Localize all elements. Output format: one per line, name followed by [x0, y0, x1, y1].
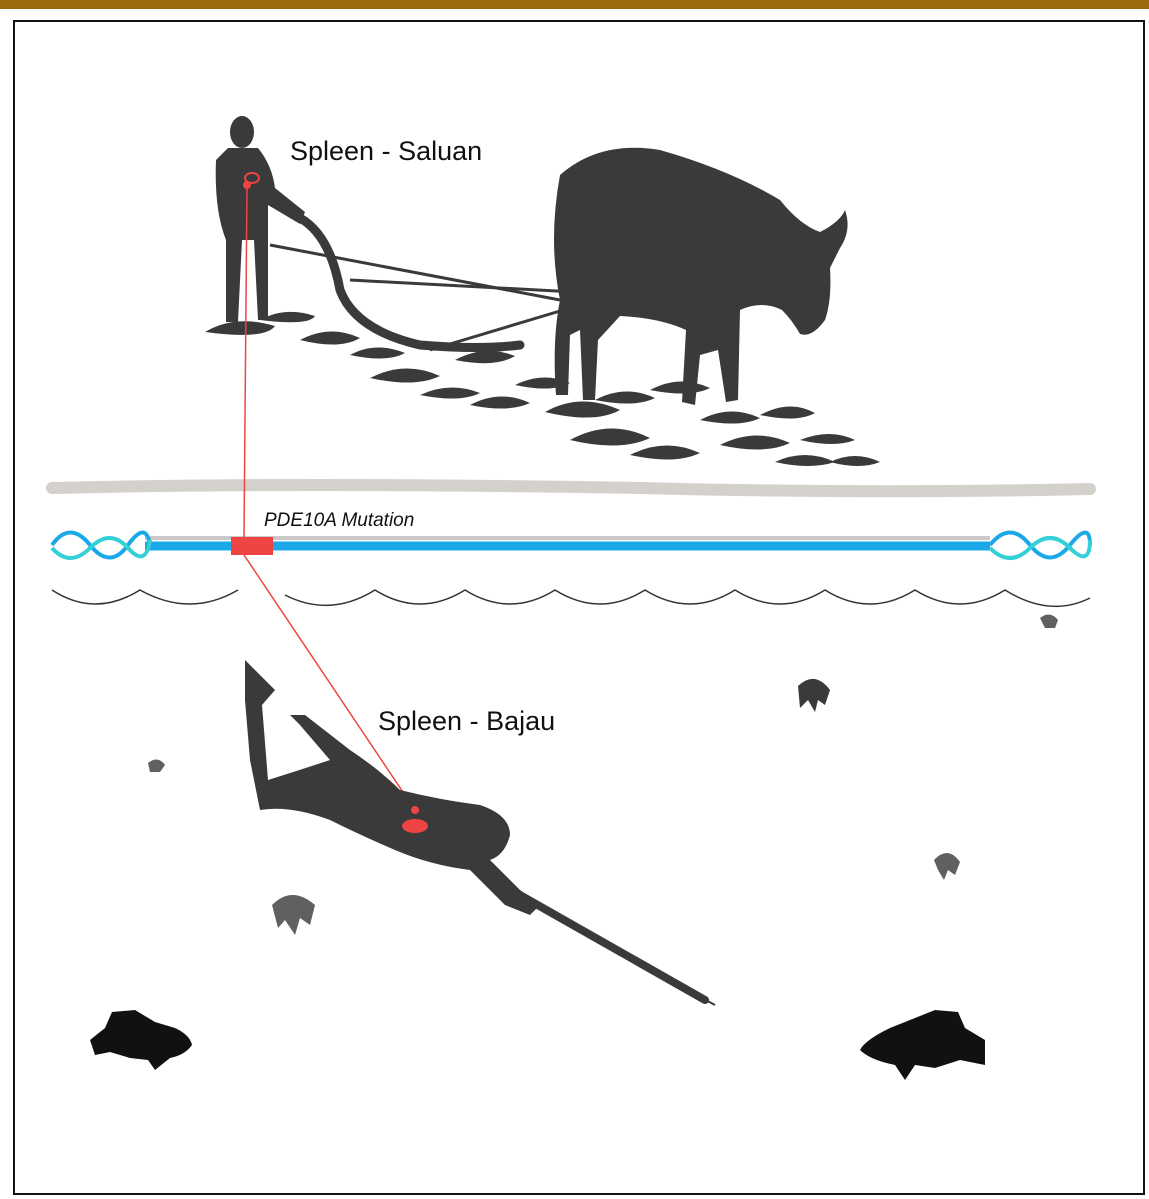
label-spleen-bajau: Spleen - Bajau	[378, 706, 555, 737]
label-pde10a-mutation: PDE10A Mutation	[264, 510, 414, 532]
soil-clods	[205, 312, 880, 466]
jellyfish-silhouette-icon	[148, 614, 1058, 935]
label-spleen-saluan: Spleen - Saluan	[290, 136, 482, 167]
plough	[270, 218, 580, 350]
dna-helix-icon	[52, 533, 1090, 559]
spearfishing-diver-silhouette-icon	[245, 660, 540, 915]
spear	[520, 895, 705, 1000]
ground-band	[52, 485, 1090, 491]
fish-silhouette-icon	[90, 1010, 985, 1080]
mutation-marker	[231, 537, 273, 555]
water-surface	[52, 590, 1090, 606]
water-buffalo-silhouette-icon	[554, 148, 848, 405]
